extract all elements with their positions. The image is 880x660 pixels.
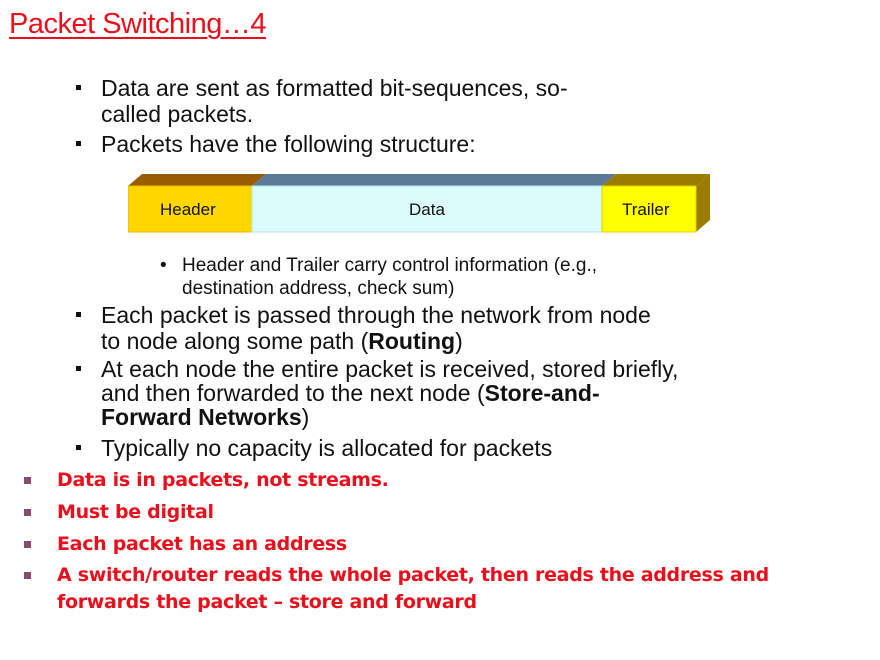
square-bullet-icon	[76, 85, 81, 90]
square-bullet-icon	[24, 572, 31, 579]
slide-title: Packet Switching…4	[9, 8, 266, 40]
header-segment-label: Header	[160, 200, 216, 219]
square-bullet-icon	[76, 445, 81, 450]
packet-3d-bar	[128, 174, 710, 233]
trailer-segment-label: Trailer	[622, 200, 670, 219]
packet-structure-diagram: Header Data Trailer	[128, 172, 712, 234]
square-bullet-icon	[24, 509, 31, 516]
data-segment-label: Data	[409, 200, 445, 219]
square-bullet-icon	[76, 141, 81, 146]
dot-bullet-icon: •	[160, 255, 167, 276]
square-bullet-icon	[24, 477, 31, 484]
square-bullet-icon	[76, 366, 81, 371]
square-bullet-icon	[76, 312, 81, 317]
square-bullet-icon	[24, 541, 31, 548]
